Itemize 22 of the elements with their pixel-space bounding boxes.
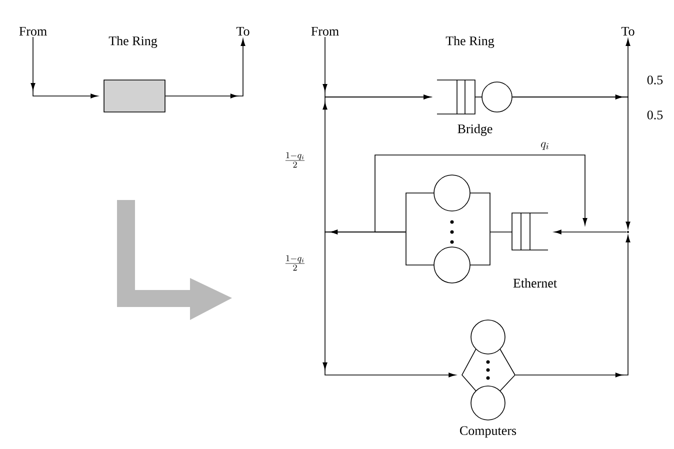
node-label: From [19,26,47,36]
node-label: To [621,26,634,36]
node-label: Ethernet [513,278,557,288]
arrow [512,94,630,229]
arrow [322,94,431,234]
arrow [165,38,246,98]
node-label: From [311,26,339,36]
section-label: The Ring [446,36,494,48]
node-label: Computers [460,426,516,438]
edge-label: $q_i$ [540,141,550,151]
arrow [374,154,588,232]
node-label: The Ring [108,36,158,48]
edge-label: $\frac{1-q_i}{2}$ [283,254,307,272]
edge-label: $\frac{1-q_i}{2}$ [283,151,307,169]
edge-label: 0.5 [646,110,664,120]
node-label: Bridge [458,124,492,136]
edge-label: 0.5 [646,74,664,86]
arrow [30,36,98,98]
node-label: To [236,26,250,36]
arrow [322,230,456,378]
arrow [515,235,630,378]
arrow [554,230,627,234]
